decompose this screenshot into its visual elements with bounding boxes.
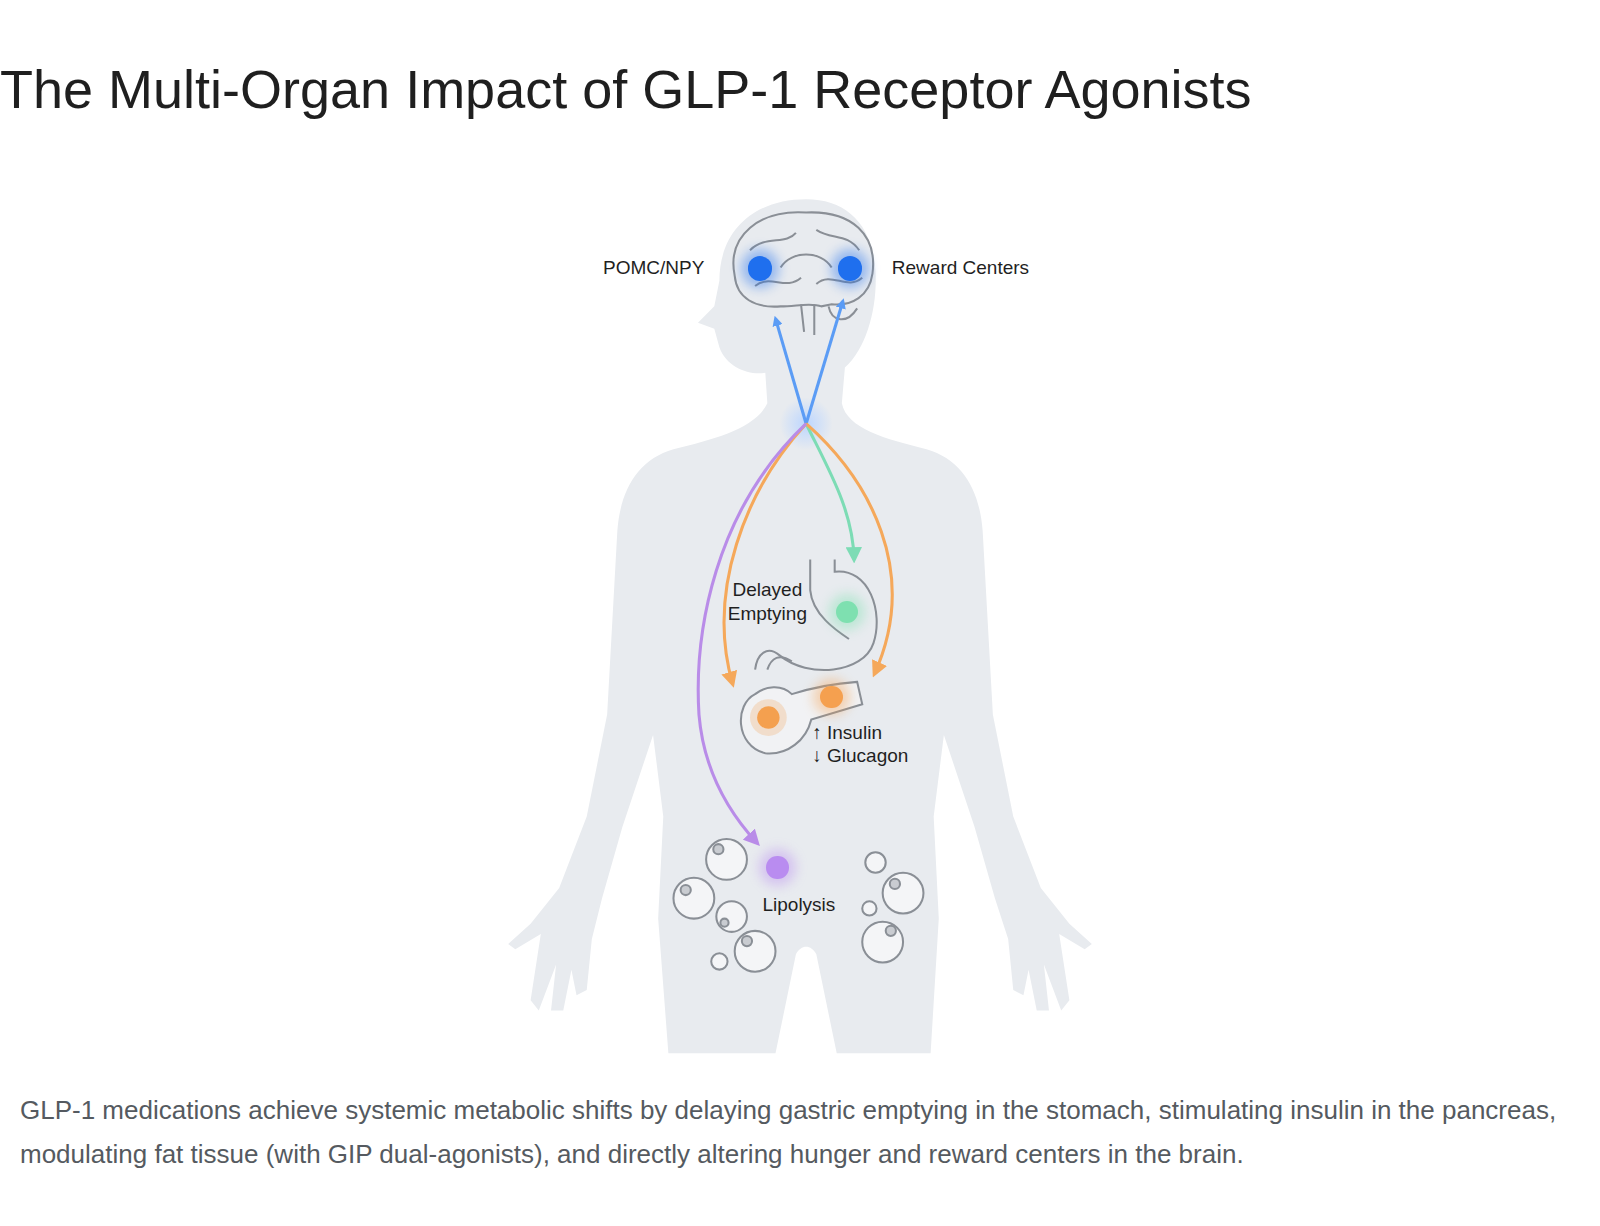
stomach-dot: Delayed Emptying <box>836 601 858 623</box>
hypothalamus-dot: POMC/NPY <box>748 256 772 280</box>
pancreas-glow <box>750 699 787 736</box>
pancreas-outline <box>741 682 862 754</box>
pancreas-dot: ↑ Insulin↓ Glucagon <box>820 686 842 708</box>
organ-label: POMC/NPY <box>603 256 704 280</box>
fat-cells <box>673 839 923 972</box>
organ-label: Delayed Emptying <box>716 578 818 626</box>
organ-label: Lipolysis <box>762 893 835 917</box>
fat-dot: Lipolysis <box>766 856 788 878</box>
diagram-title: The Multi-Organ Impact of GLP-1 Receptor… <box>0 56 1252 122</box>
brain-outline <box>733 212 873 335</box>
organ-label: ↓ Glucagon <box>812 744 908 768</box>
organ-label: Reward Centers <box>892 256 1029 280</box>
reward-dot: Reward Centers <box>838 256 862 280</box>
organ-label: ↑ Insulin <box>812 721 882 745</box>
diagram-caption: GLP-1 medications achieve systemic metab… <box>20 1088 1590 1176</box>
body-silhouette <box>508 199 1092 1053</box>
